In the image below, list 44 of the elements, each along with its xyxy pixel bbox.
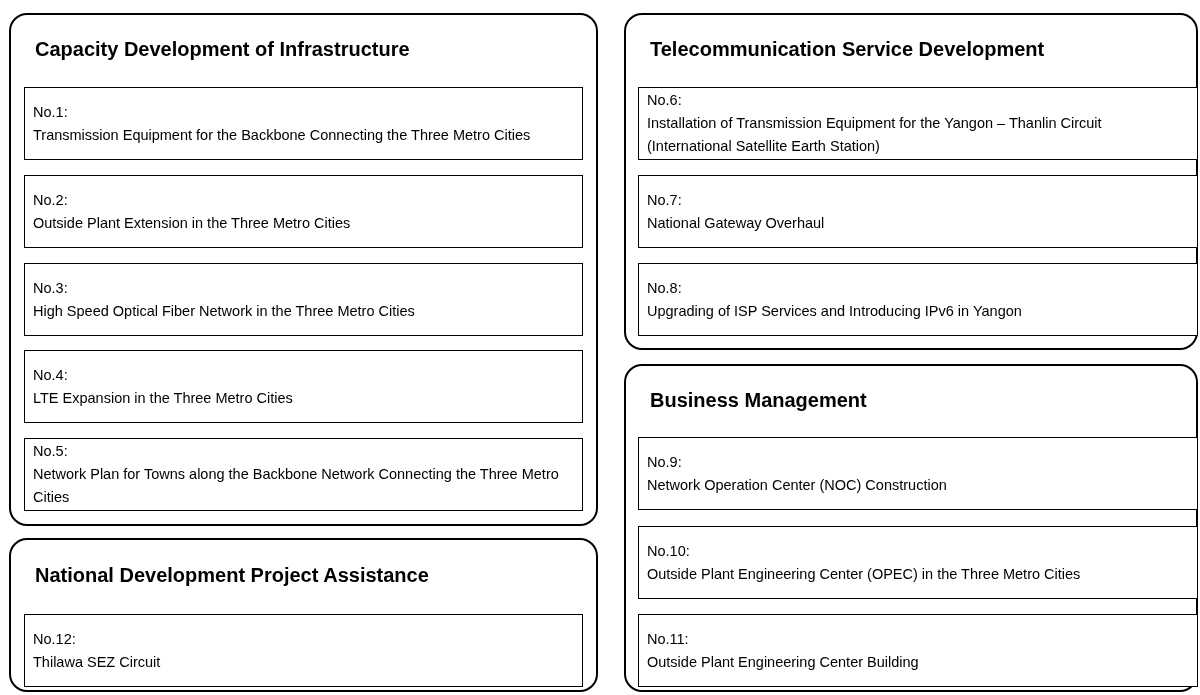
project-box bbox=[24, 438, 583, 511]
project-title: Outside Plant Extension in the Three Metro Cities bbox=[33, 213, 352, 233]
project-number: No.2: bbox=[33, 190, 69, 210]
group-panel bbox=[624, 364, 1198, 692]
project-number: No.9: bbox=[647, 452, 683, 472]
project-number: No.8: bbox=[647, 278, 683, 298]
group-panel bbox=[9, 13, 598, 526]
project-number: No.3: bbox=[33, 278, 69, 298]
project-number: No.12: bbox=[33, 629, 77, 649]
project-title: Transmission Equipment for the Backbone Connecting the Three Metro Cities bbox=[33, 125, 532, 145]
project-number: No.4: bbox=[33, 365, 69, 385]
project-title: High Speed Optical Fiber Network in the Three Metro Cities bbox=[33, 301, 416, 321]
project-title: National Gateway Overhaul bbox=[647, 213, 826, 233]
project-box bbox=[638, 614, 1198, 687]
project-number: No.7: bbox=[647, 190, 683, 210]
project-title: Outside Plant Engineering Center (OPEC) in the Three Metro Cities bbox=[647, 564, 1082, 584]
project-box bbox=[638, 526, 1198, 599]
group-panel bbox=[624, 13, 1198, 350]
project-number: No.11: bbox=[647, 629, 690, 649]
project-title: Thilawa SEZ Circuit bbox=[33, 652, 162, 672]
project-number: No.10: bbox=[647, 541, 691, 561]
project-number: No.1: bbox=[33, 102, 69, 122]
project-title: Upgrading of ISP Services and Introducing IPv6 in Yangon bbox=[647, 301, 1023, 321]
group-heading: Telecommunication Service Development bbox=[650, 38, 1045, 61]
project-box bbox=[638, 87, 1198, 160]
project-box bbox=[24, 263, 583, 336]
group-heading: Capacity Development of Infrastructure bbox=[35, 38, 410, 61]
project-box bbox=[638, 437, 1198, 510]
project-box bbox=[24, 175, 583, 248]
project-title: Network Operation Center (NOC) Construction bbox=[647, 475, 948, 495]
project-number: No.6: bbox=[647, 91, 683, 110]
project-title: Outside Plant Engineering Center Building bbox=[647, 652, 920, 672]
group-heading: Business Management bbox=[650, 388, 867, 412]
project-title: Network Plan for Towns along the Backbone Network Connecting the Three Metro Cities bbox=[33, 465, 560, 507]
project-box bbox=[24, 87, 583, 160]
project-title: LTE Expansion in the Three Metro Cities bbox=[33, 388, 294, 408]
project-box bbox=[24, 614, 583, 687]
project-title: Installation of Transmission Equipment for the Yangon – Thanlin Circuit (International Satellite Earth Station) bbox=[647, 114, 1103, 156]
project-box bbox=[638, 263, 1198, 336]
group-heading: National Development Project Assistance bbox=[35, 564, 429, 587]
project-box bbox=[638, 175, 1198, 248]
project-box bbox=[24, 350, 583, 423]
group-panel bbox=[9, 538, 598, 692]
project-number: No.5: bbox=[33, 442, 69, 461]
